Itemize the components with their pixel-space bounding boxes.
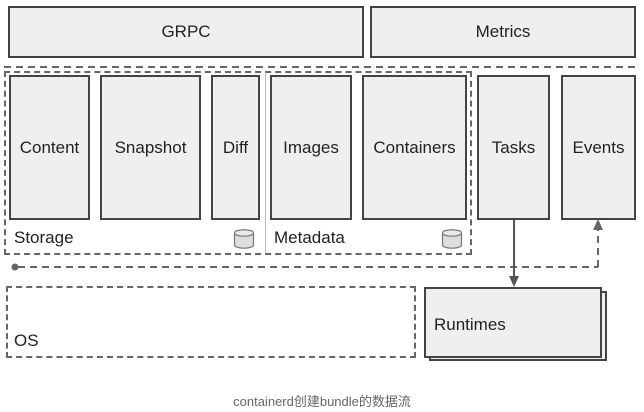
- content-box: Content: [9, 75, 90, 220]
- os-label: OS: [14, 331, 39, 350]
- tasks-runtimes-arrow-head: [509, 276, 519, 287]
- event-arrow-head: [593, 219, 603, 230]
- metrics-box: Metrics: [370, 6, 636, 58]
- database-icon: [441, 229, 463, 249]
- tasks-box: Tasks: [477, 75, 550, 220]
- events-label: Events: [572, 137, 625, 157]
- grpc-label: GRPC: [161, 22, 211, 41]
- figure-caption: containerd创建bundle的数据流: [233, 394, 411, 409]
- group-divider: [265, 73, 266, 253]
- diff-box: Diff: [211, 75, 260, 220]
- metrics-label: Metrics: [475, 22, 531, 41]
- snapshot-label: Snapshot: [114, 137, 187, 157]
- runtimes-stack-front: Runtimes: [424, 287, 602, 358]
- metadata-label: Metadata: [274, 228, 345, 247]
- os-box: [6, 286, 416, 358]
- images-label: Images: [283, 137, 339, 157]
- images-box: Images: [270, 75, 352, 220]
- tasks-label: Tasks: [491, 137, 536, 157]
- grpc-box: GRPC: [8, 6, 364, 58]
- storage-metadata-group: [4, 71, 472, 255]
- snapshot-box: Snapshot: [100, 75, 201, 220]
- runtimes-label: Runtimes: [434, 315, 506, 334]
- containers-label: Containers: [373, 137, 456, 157]
- diff-label: Diff: [222, 137, 249, 157]
- containers-box: Containers: [362, 75, 467, 220]
- events-box: Events: [561, 75, 636, 220]
- database-icon: [233, 229, 255, 249]
- flow-origin-dot: [11, 263, 19, 271]
- content-label: Content: [19, 137, 80, 157]
- storage-label: Storage: [14, 228, 74, 247]
